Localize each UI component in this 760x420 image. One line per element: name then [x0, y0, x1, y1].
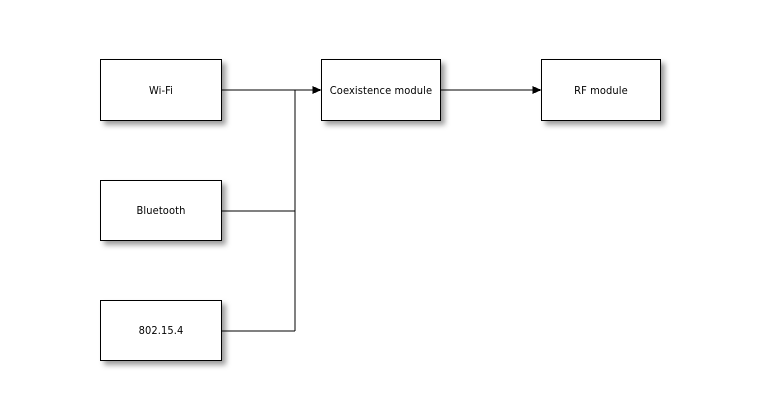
- node-bluetooth[interactable]: Bluetooth: [100, 180, 222, 241]
- node-coexistence-module-label: Coexistence module: [329, 83, 433, 97]
- node-coexistence-module[interactable]: Coexistence module: [321, 59, 441, 121]
- node-802-15-4-label: 802.15.4: [138, 324, 184, 337]
- node-802-15-4[interactable]: 802.15.4: [100, 300, 222, 361]
- node-rf-module[interactable]: RF module: [541, 59, 661, 121]
- node-wifi[interactable]: Wi-Fi: [100, 59, 222, 121]
- node-wifi-label: Wi-Fi: [148, 83, 173, 97]
- node-rf-module-label: RF module: [574, 83, 628, 97]
- node-bluetooth-label: Bluetooth: [136, 204, 186, 217]
